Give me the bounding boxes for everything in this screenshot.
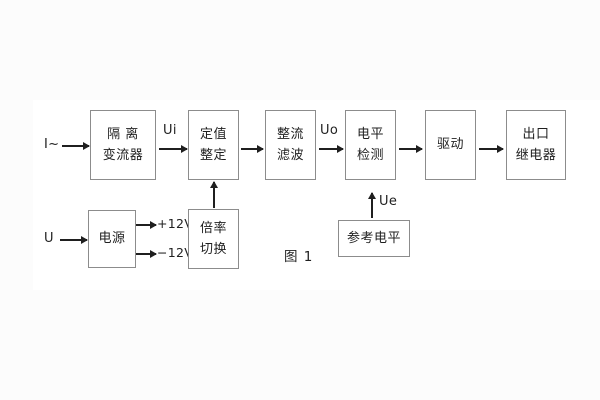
block-multiplier-switch[interactable]: 倍率 切换	[188, 209, 239, 269]
block-rectify-line1: 整流	[276, 126, 304, 142]
block-rectify-filter[interactable]: 整流 滤波	[265, 110, 316, 180]
arrow-reference-to-level-detect	[371, 193, 373, 218]
arrow-multiplier-to-setting	[213, 182, 215, 208]
block-setting-line1: 定值	[199, 126, 227, 142]
block-output-relay[interactable]: 出口 继电器	[506, 110, 566, 180]
block-setting-value[interactable]: 定值 整定	[188, 110, 239, 180]
block-isolation-current-transformer[interactable]: 隔 离 变流器	[90, 110, 156, 180]
block-reference-level[interactable]: 参考电平	[338, 220, 410, 257]
rail-negative-label: −12V	[157, 245, 194, 260]
block-multiplier-line2: 切换	[199, 242, 227, 257]
ue-signal-label: Ue	[379, 194, 398, 209]
block-rectify-line2: 滤波	[276, 148, 304, 163]
arrow-level-detect-to-drive	[399, 148, 422, 150]
block-isolation-line2: 变流器	[102, 148, 144, 163]
block-setting-line2: 整定	[199, 148, 227, 163]
arrow-setting-to-rectify	[241, 148, 263, 150]
arrow-rectify-to-level-detect	[319, 148, 343, 150]
arrow-rail-positive	[136, 224, 156, 226]
block-isolation-line1: 隔 离	[107, 126, 139, 142]
ui-signal-label: Ui	[163, 123, 177, 138]
rail-positive-label: +12V	[157, 216, 194, 231]
current-input-label: I~	[44, 137, 60, 152]
arrow-drive-to-output-relay	[479, 148, 503, 150]
block-level-detect-line2: 检测	[356, 148, 384, 163]
arrow-current-to-isolation	[62, 145, 89, 147]
block-power-supply-line1: 电源	[98, 231, 126, 247]
block-power-supply[interactable]: 电源	[88, 210, 136, 268]
figure-caption: 图 1	[284, 249, 314, 265]
block-output-relay-line1: 出口	[522, 126, 550, 142]
block-multiplier-line1: 倍率	[199, 220, 227, 236]
block-drive[interactable]: 驱动	[425, 110, 476, 180]
block-level-detection[interactable]: 电平 检测	[345, 110, 396, 180]
arrow-isolation-to-setting	[159, 148, 187, 150]
uo-signal-label: Uo	[320, 123, 339, 138]
block-output-relay-line2: 继电器	[515, 148, 557, 163]
block-drive-line1: 驱动	[436, 137, 464, 153]
arrow-voltage-to-power-supply	[60, 239, 87, 241]
arrow-rail-negative	[136, 253, 156, 255]
block-level-detect-line1: 电平	[356, 126, 384, 142]
voltage-input-label: U	[44, 231, 54, 246]
block-reference-level-line1: 参考电平	[346, 230, 401, 246]
